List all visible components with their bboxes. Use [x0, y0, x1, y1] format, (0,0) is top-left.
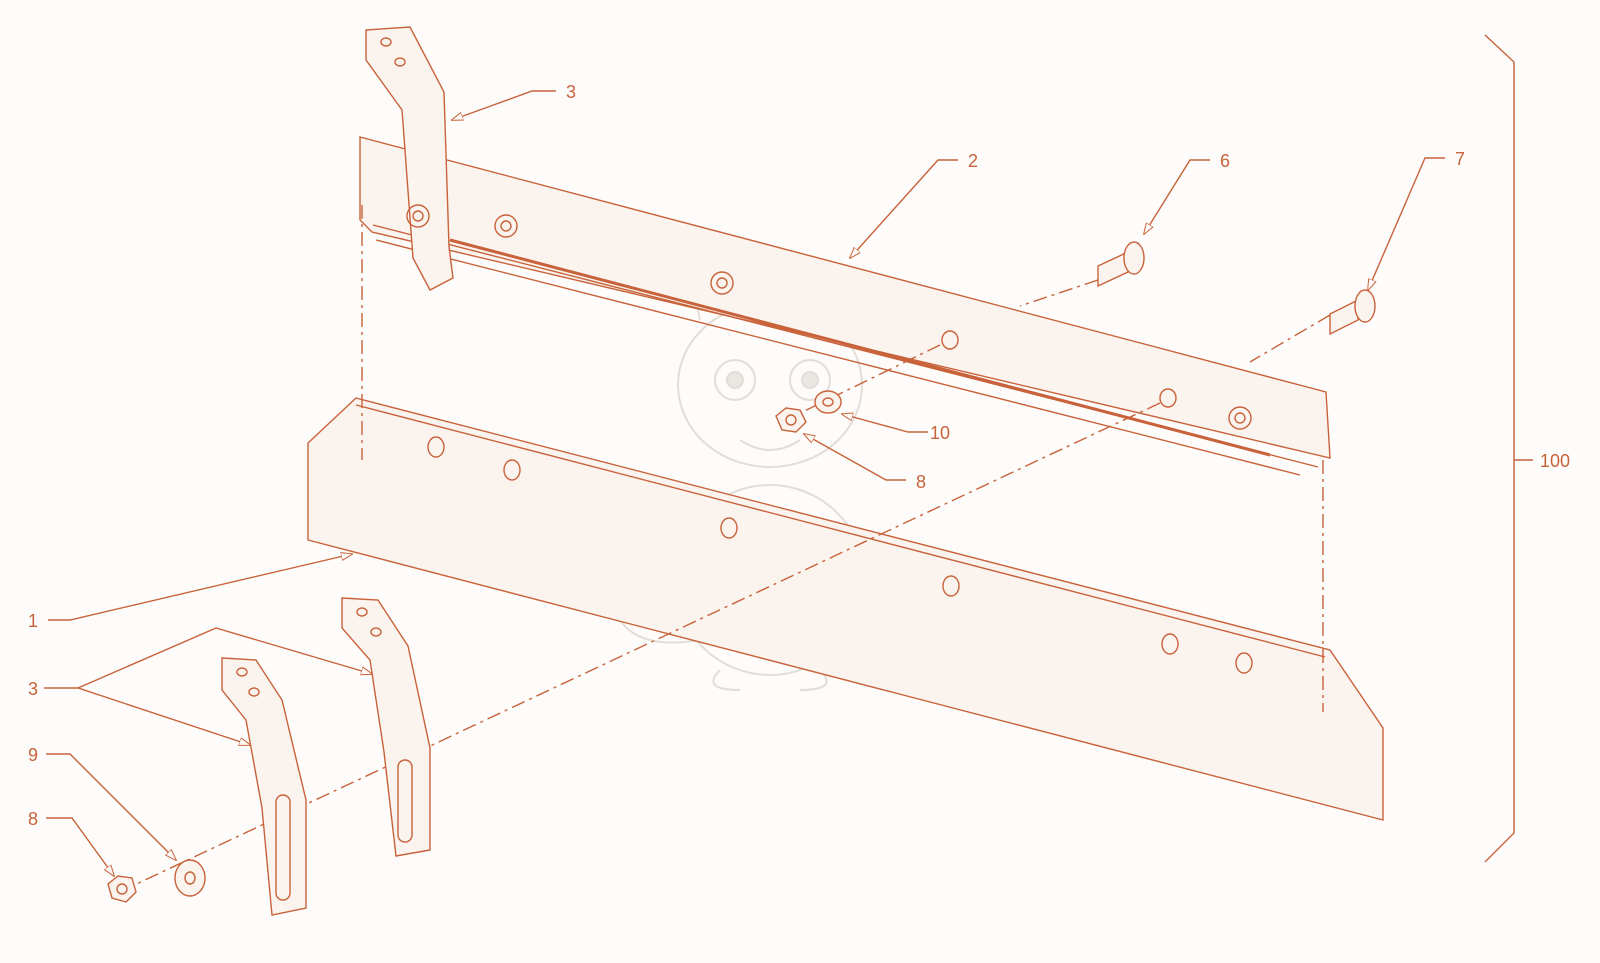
bracket-right-holes [356, 607, 382, 637]
callout-2: 2 [968, 151, 978, 171]
callout-100: 100 [1540, 451, 1570, 471]
part-7-bolt [1329, 289, 1376, 336]
part-10-washer [814, 390, 842, 414]
callout-3-top: 3 [566, 82, 576, 102]
part-6-bolt [1097, 241, 1145, 288]
upper-bar-holes [941, 330, 1177, 408]
part-9-washer [174, 859, 206, 897]
callout-8-mid: 8 [916, 472, 926, 492]
part-8-nut-left [107, 875, 137, 903]
blade-holes [427, 436, 1253, 674]
upper-bar-rod [449, 238, 1271, 457]
part-3-bracket-right [341, 597, 431, 857]
blade-top-edge [355, 404, 1326, 658]
bracket-left-holes [236, 667, 260, 697]
leader-lines [44, 90, 1445, 876]
upper-bar-edge-2 [375, 239, 1301, 476]
callout-10: 10 [930, 423, 950, 443]
callout-1: 1 [28, 611, 38, 631]
callout-6: 6 [1220, 151, 1230, 171]
part-8-nut-mid [775, 407, 807, 433]
part-3-bracket-top [365, 26, 454, 291]
callout-9: 9 [28, 745, 38, 765]
bolt-head-icon [406, 204, 430, 228]
callout-3-left: 3 [28, 679, 38, 699]
bolt-head-inner [412, 210, 424, 222]
callout-8-left: 8 [28, 809, 38, 829]
callout-7: 7 [1455, 149, 1465, 169]
assembly-bracket [1484, 34, 1515, 863]
hex-nut-icon [494, 214, 1252, 430]
part-1-blade [307, 397, 1384, 821]
bracket-right-slot [397, 759, 413, 843]
part-3-bracket-left [221, 657, 307, 916]
bracket-left-slot [275, 794, 291, 901]
part-2-upper-bar [359, 136, 1331, 459]
bracket-holes [380, 37, 406, 67]
